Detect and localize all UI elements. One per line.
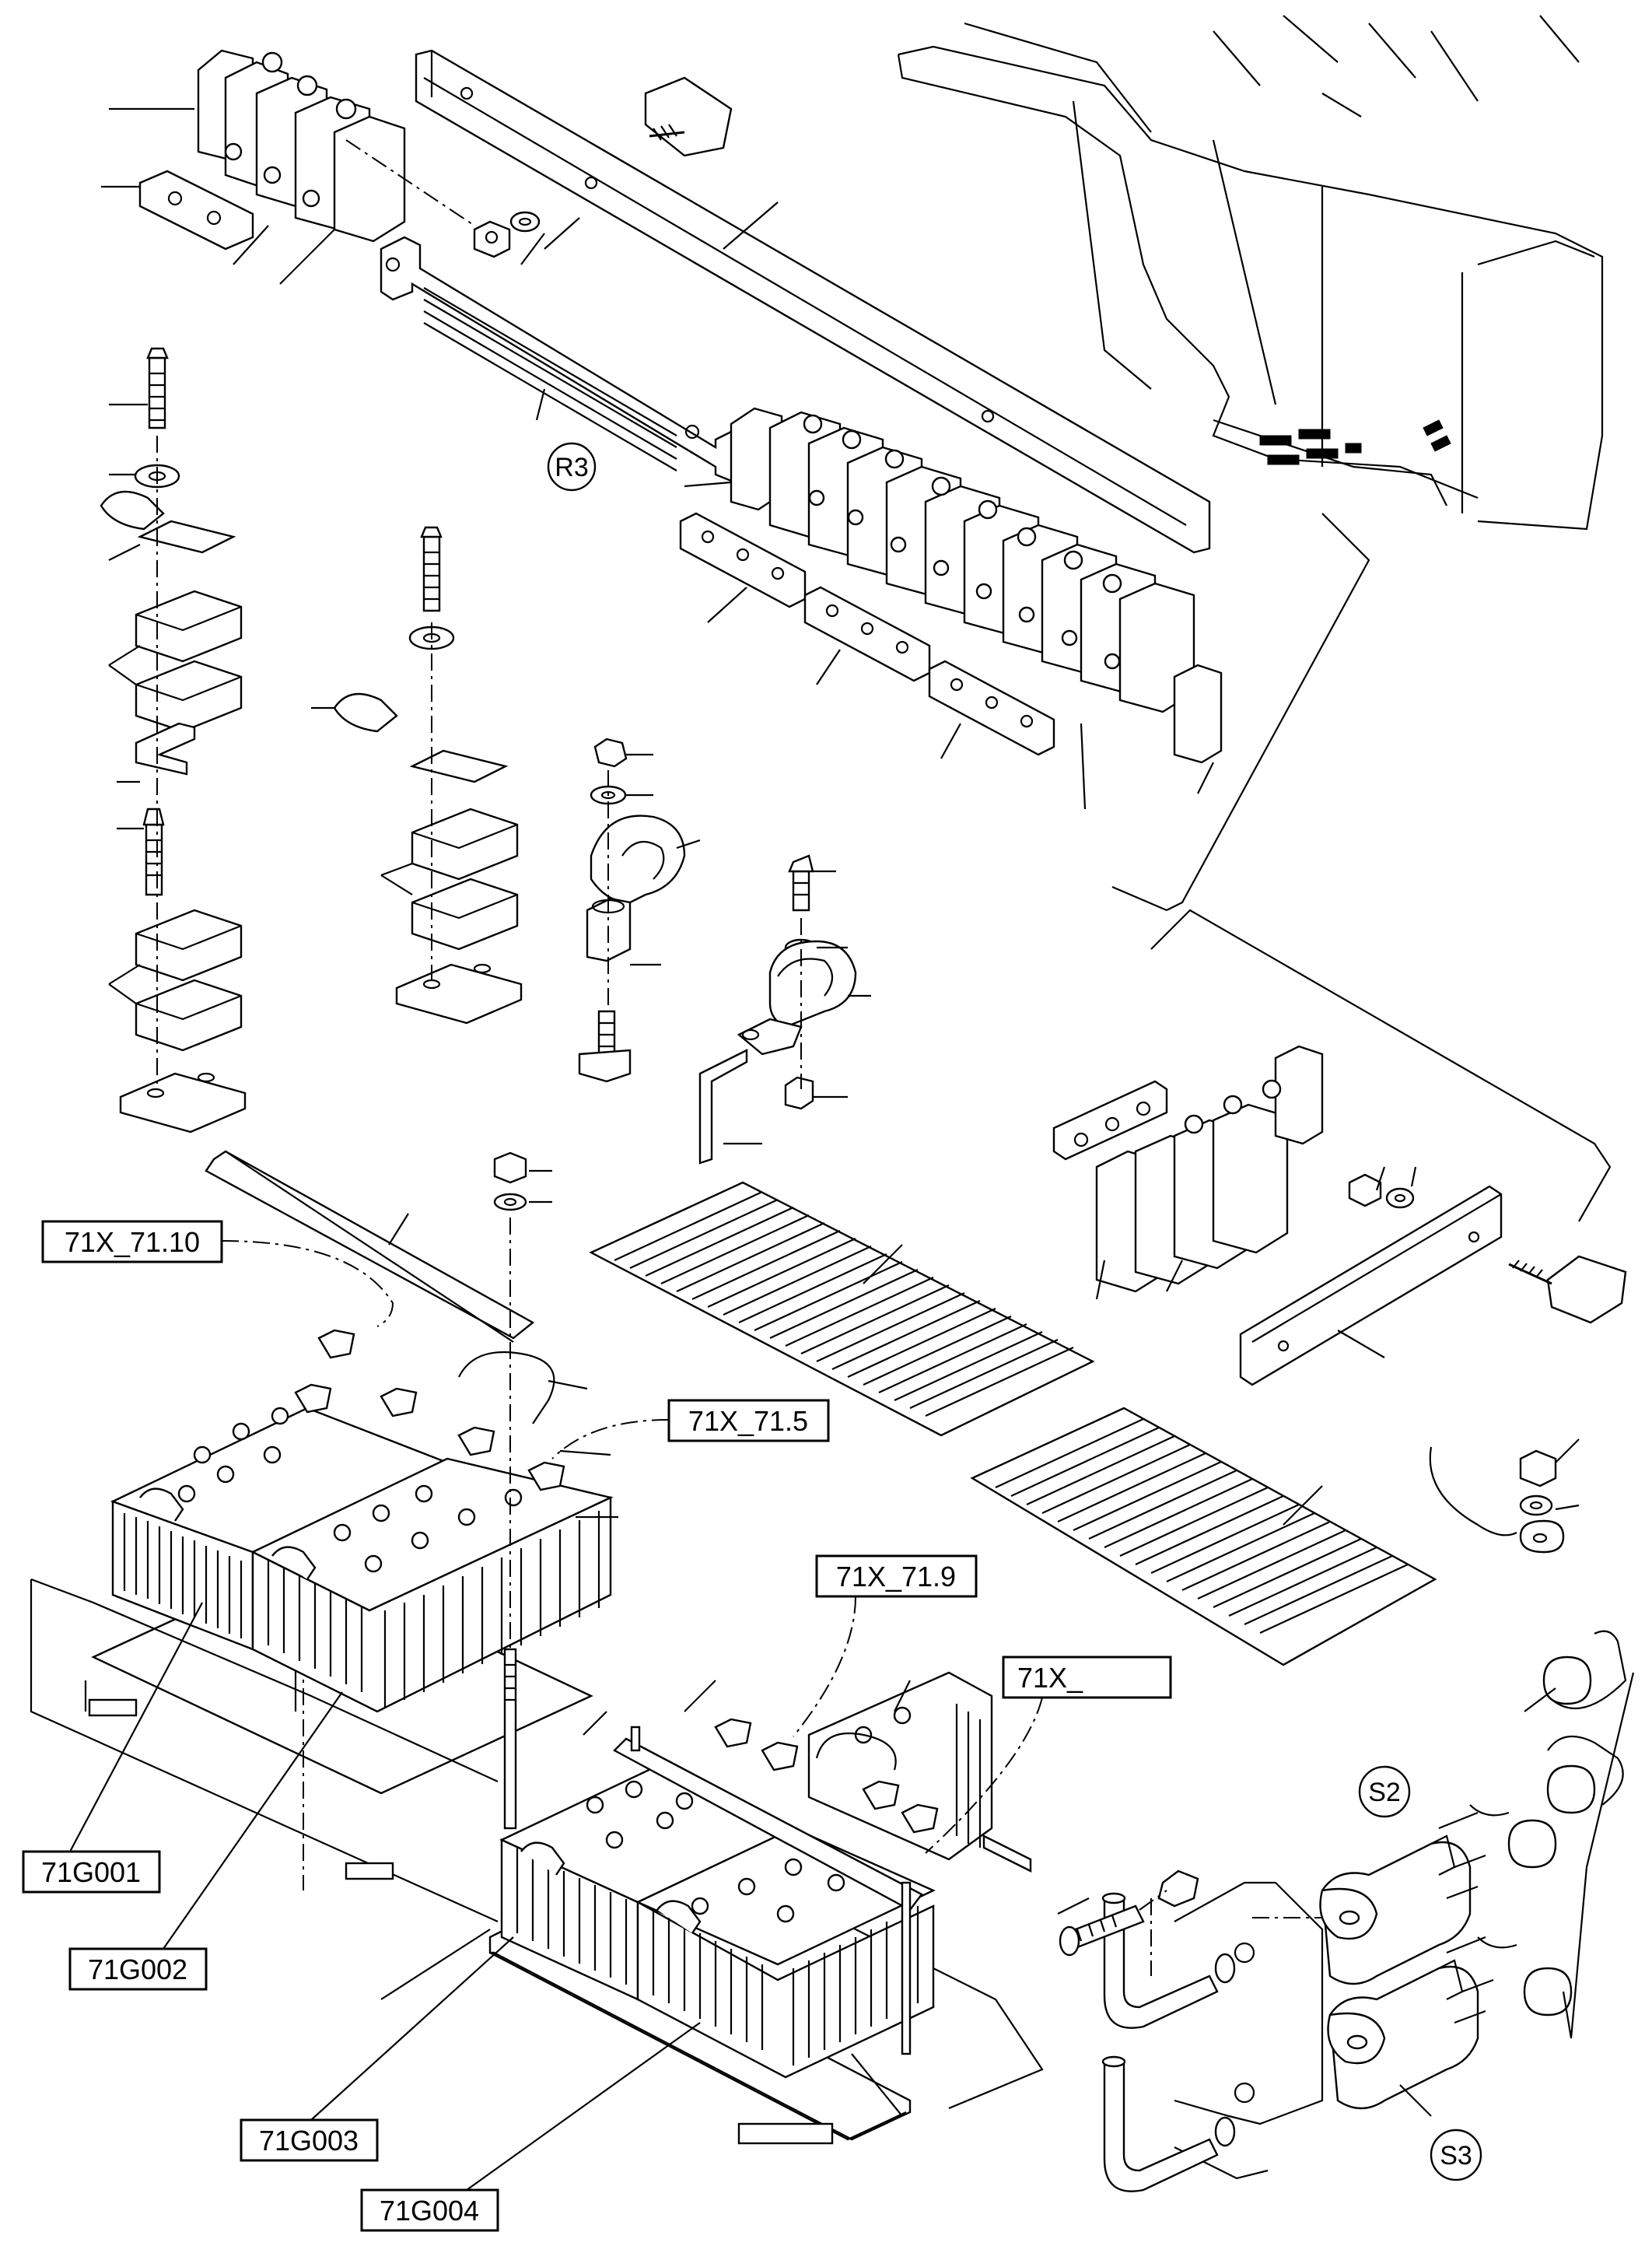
s2-callout: S2: [1358, 1765, 1411, 1818]
label-71g004-text: 71G004: [380, 2195, 479, 2227]
label-71g003: 71G003: [240, 1936, 514, 2162]
jumper-bar-small: [101, 170, 254, 251]
cable-lug-group: [1429, 1438, 1580, 1554]
relay-terminals-caps: [1469, 1630, 1635, 2039]
ribbed-mat-lower: [970, 1407, 1437, 1666]
label-71x-blank-text: 71X_: [1017, 1662, 1083, 1694]
din-rail-long: [415, 49, 1211, 554]
rail-knob-top: [644, 76, 733, 157]
battery-71G002: [250, 1351, 614, 1713]
detail-right-terminal-group: [1052, 909, 1612, 1300]
label-71x-71-9-text: 71X_71.9: [836, 1561, 956, 1593]
relay-S3: [1327, 1936, 1494, 2117]
relay-screw: [1057, 1869, 1199, 1957]
s2-label: S2: [1368, 1778, 1401, 1807]
clamp-stack-middle: [311, 526, 523, 1025]
r3-label: R3: [555, 453, 588, 482]
label-71g004: 71G004: [360, 2022, 701, 2232]
battery-rear-lower: [714, 1671, 1032, 1873]
terminal-blocks-upper: [109, 49, 406, 243]
label-71x-71-5-text: 71X_71.5: [688, 1405, 808, 1437]
label-71g002-text: 71G002: [88, 1953, 187, 1985]
ribbed-mat-upper: [589, 1181, 1095, 1437]
s3-label: S3: [1440, 2141, 1472, 2171]
label-71x-71-5: 71X_71.5: [551, 1399, 830, 1459]
rail-knob-right: [1508, 1255, 1627, 1324]
hold-down-bar-lower: [613, 1680, 923, 2055]
terminal-block-row-main: [684, 407, 1223, 810]
pipe-upper: [1101, 1892, 1236, 2029]
relay-S2: [1252, 1811, 1486, 1985]
resistor-r3: [380, 236, 760, 484]
label-71x-71-9: 71X_71.9: [793, 1554, 978, 1737]
battery-71G001: [110, 1329, 450, 1651]
hold-down-bar-upper: [205, 1150, 535, 1343]
label-71x-blank: 71X_: [925, 1656, 1172, 1854]
din-rail-short: [1239, 1185, 1503, 1386]
clamp-stack-left: [100, 347, 247, 1134]
label-71g001: 71G001: [22, 1602, 203, 1894]
nut-washer-top: [473, 211, 580, 265]
cable-clamp-spacer: [578, 738, 701, 1083]
label-71x-71-10-text: 71X_71.10: [65, 1226, 200, 1258]
label-71g001-text: 71G001: [41, 1856, 141, 1888]
tie-rod-upper: [493, 1151, 618, 1830]
label-71g003-text: 71G003: [259, 2125, 359, 2157]
mounting-plate: [1174, 1881, 1324, 2180]
label-71g002: 71G002: [68, 1691, 343, 1991]
r3-callout: R3: [547, 442, 597, 492]
s3-callout: S3: [1430, 2129, 1482, 2181]
cab-housing: [897, 15, 1604, 912]
bracket-clamp: [698, 854, 871, 1165]
label-71x-71-10: 71X_71.10: [41, 1220, 394, 1327]
pipe-lower: [1101, 2055, 1236, 2192]
jumper-bars-main: [679, 512, 1055, 759]
